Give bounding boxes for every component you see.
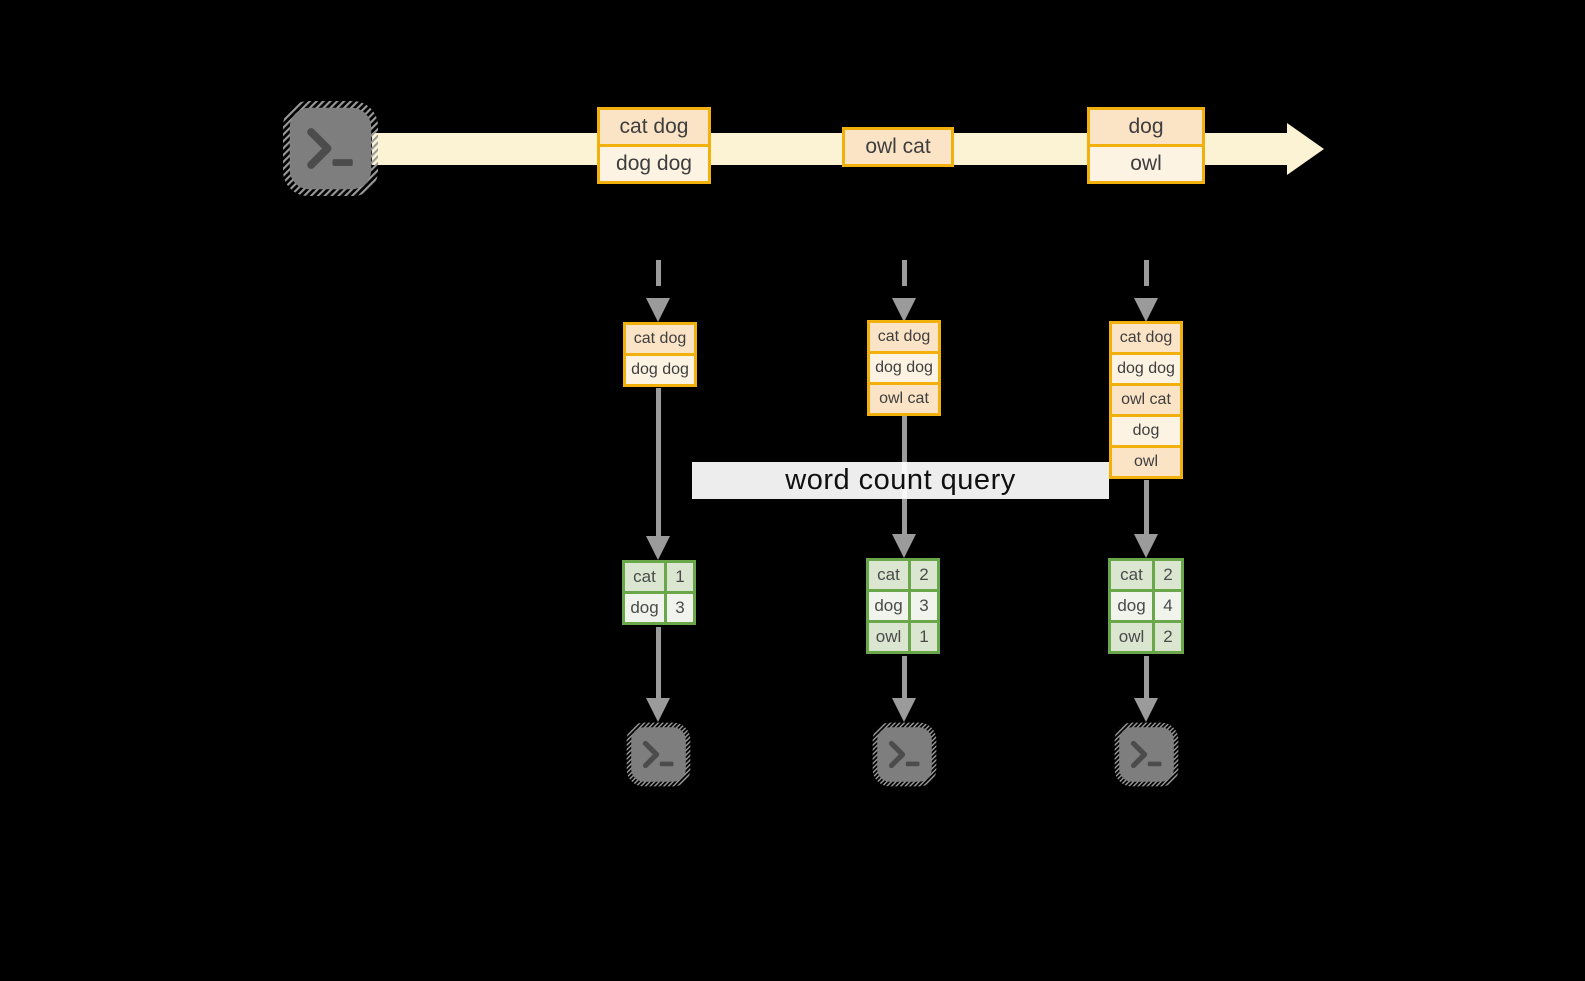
count-cell: 4: [1155, 592, 1181, 620]
event-line: owl cat: [845, 130, 951, 164]
terminal-source-icon: [282, 100, 379, 197]
state-line: cat dog: [1112, 324, 1180, 352]
stream-arrowhead-icon: [1287, 123, 1324, 175]
down-arrow-icon: [646, 627, 670, 722]
down-arrow-icon: [1134, 656, 1158, 722]
state-line: owl: [1112, 448, 1180, 476]
state-box: cat dog dog dog owl cat: [867, 320, 941, 416]
state-box: cat dog dog dog: [623, 322, 697, 387]
terminal-sink-icon: [872, 722, 937, 787]
word-cell: owl: [869, 623, 908, 651]
down-arrow-icon: [892, 656, 916, 722]
state-line: cat dog: [626, 325, 694, 353]
state-line: owl cat: [870, 385, 938, 413]
dashed-down-arrow-icon: [1134, 260, 1158, 322]
word-cell: dog: [869, 592, 908, 620]
word-cell: owl: [1111, 623, 1152, 651]
state-line: owl cat: [1112, 386, 1180, 414]
count-cell: 2: [1155, 623, 1181, 651]
query-label: word count query: [785, 464, 1016, 496]
terminal-sink-icon: [1114, 722, 1179, 787]
count-cell: 2: [1155, 561, 1181, 589]
count-cell: 3: [911, 592, 937, 620]
word-cell: dog: [625, 594, 664, 622]
word-cell: cat: [625, 563, 664, 591]
event-line: cat dog: [600, 110, 708, 144]
stream-event-box: owl cat: [842, 127, 954, 167]
word-cell: cat: [869, 561, 908, 589]
count-cell: 1: [667, 563, 693, 591]
down-arrow-icon: [646, 388, 670, 560]
state-box: cat dog dog dog owl cat dog owl: [1109, 321, 1183, 479]
query-label-band: word count query: [692, 462, 1109, 499]
count-cell: 2: [911, 561, 937, 589]
event-line: owl: [1090, 147, 1202, 181]
state-line: dog: [1112, 417, 1180, 445]
state-line: dog dog: [1112, 355, 1180, 383]
word-cell: dog: [1111, 592, 1152, 620]
dashed-down-arrow-icon: [646, 260, 670, 322]
event-line: dog dog: [600, 147, 708, 181]
terminal-sink-icon: [626, 722, 691, 787]
dashed-down-arrow-icon: [892, 260, 916, 322]
count-cell: 3: [667, 594, 693, 622]
event-line: dog: [1090, 110, 1202, 144]
down-arrow-icon: [1134, 480, 1158, 558]
count-cell: 1: [911, 623, 937, 651]
state-line: dog dog: [870, 354, 938, 382]
word-cell: cat: [1111, 561, 1152, 589]
state-line: cat dog: [870, 323, 938, 351]
state-line: dog dog: [626, 356, 694, 384]
